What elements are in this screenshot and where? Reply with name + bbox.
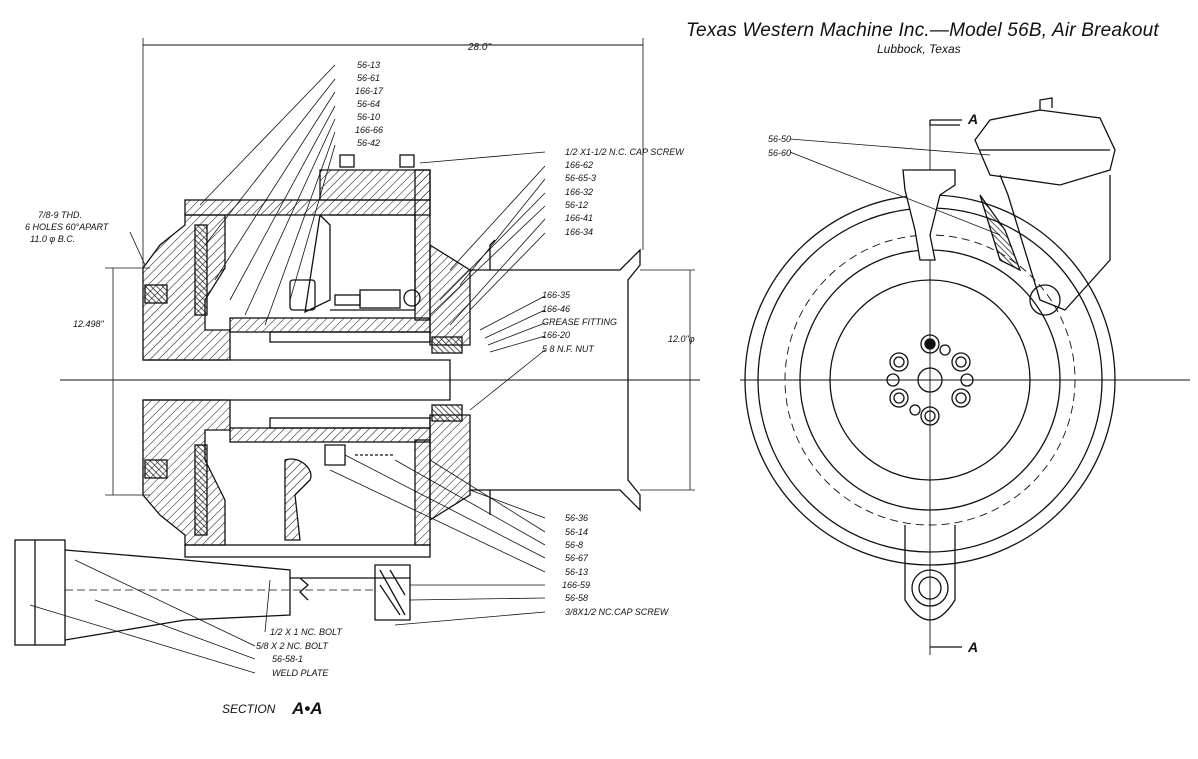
callout-left: 166-17 [355,86,384,96]
callout-lower-right: 56-36 [565,513,588,523]
callout-left: 56-10 [357,112,380,122]
callout-lower-right: 56-8 [565,540,583,550]
callout-end-view: 56-50 [768,134,791,144]
callout-lower-right: 166-59 [562,580,590,590]
section-caption: SECTION [222,702,276,716]
drawing-subtitle: Lubbock, Texas [877,42,961,56]
callout-lower-right: 56-14 [565,527,588,537]
callout-top-right: 166-34 [565,227,593,237]
callout-lower-right: 56-58 [565,593,588,603]
dim-outlet: 12.0"φ [668,334,695,344]
callout-bottom: 1/2 X 1 NC. BOLT [270,627,343,637]
callout-top-right: 1/2 X1-1/2 N.C. CAP SCREW [565,147,685,157]
callout-mid-right: GREASE FITTING [542,317,617,327]
bolt-note-line-2: 6 HOLES 60°APART [25,222,110,232]
labels: 28.0" 12.498" 12.0"φ 7/8-9 THD. 6 HOLES … [25,42,978,718]
callout-left: 56-42 [357,138,380,148]
callout-lower-right: 56-13 [565,567,588,577]
bolt-note-line-1: 7/8-9 THD. [38,210,82,220]
callout-bottom: 5/8 X 2 NC. BOLT [256,641,329,651]
bolt-circle [886,334,974,426]
dim-overall: 28.0" [467,42,491,53]
view-mark-bottom: A [967,639,978,655]
callout-top-right: 166-62 [565,160,593,170]
callout-mid-right: 166-20 [542,330,570,340]
callout-top-right: 56-65-3 [565,173,596,183]
callout-left: 56-61 [357,73,380,83]
bolt-note-line-3: 11.0 φ B.C. [30,234,75,244]
callout-top-right: 166-41 [565,213,593,223]
callout-left: 56-13 [357,60,380,70]
callout-left: 166-66 [355,125,383,135]
leader-lines [29,64,546,674]
end-view [740,97,1190,655]
callout-mid-right: 166-35 [542,290,571,300]
callout-top-right: 166-32 [565,187,593,197]
callout-lower-right: 56-67 [565,553,589,563]
end-leaders [789,138,1001,236]
callout-bottom: WELD PLATE [272,668,329,678]
callout-mid-right: 166-46 [542,304,570,314]
dim-flange-bore: 12.498" [73,319,105,329]
callout-bottom: 56-58-1 [272,654,303,664]
drawing-title: Texas Western Machine Inc.—Model 56B, Ai… [686,20,1159,41]
view-mark-top: A [967,111,978,127]
section-mark: A•A [291,699,323,718]
callout-left: 56-64 [357,99,380,109]
callout-lower-right: 3/8X1/2 NC.CAP SCREW [565,607,670,617]
callout-top-right: 56-12 [565,200,588,210]
callout-mid-right: 5 8 N.F. NUT [542,344,595,354]
callout-end-view: 56-60 [768,148,791,158]
